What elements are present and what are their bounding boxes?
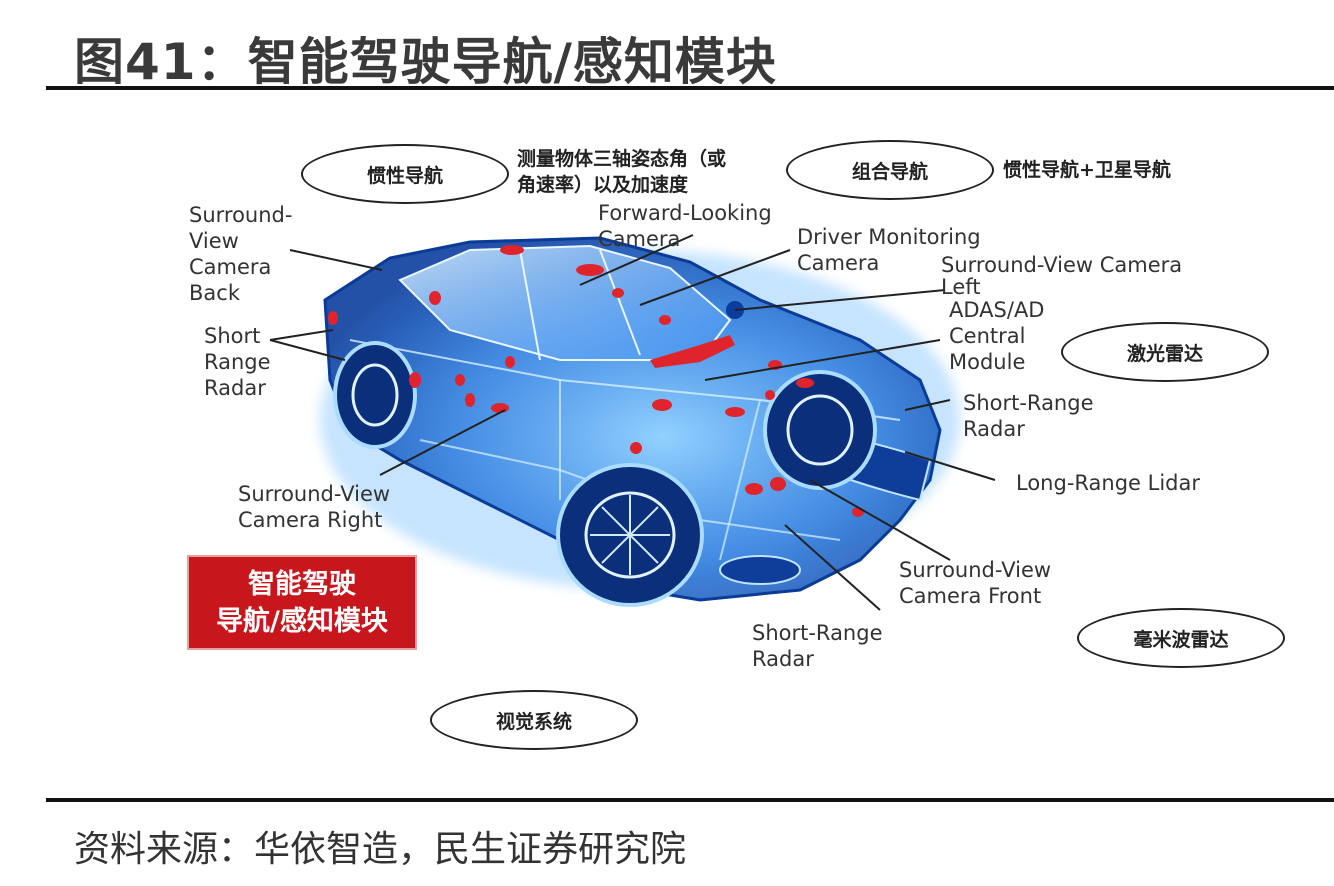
label-adas-central-module: ADAS/AD Central Module — [949, 298, 1045, 374]
label-surround-view-right: Surround-View Camera Right — [238, 482, 391, 532]
oval-mmwave-radar: 毫米波雷达 — [1077, 608, 1285, 668]
module-title-line1: 智能驾驶 — [248, 568, 356, 600]
inertial-desc-line1: 测量物体三轴姿态角（或 — [517, 148, 727, 170]
bottom-divider — [46, 798, 1334, 802]
combined-description: 惯性导航+卫星导航 — [1003, 159, 1171, 181]
leader-lines — [269, 234, 996, 611]
inertial-description: 测量物体三轴姿态角（或 角速率）以及加速度 — [517, 146, 726, 198]
figure-title: 图41：智能驾驶导航/感知模块 — [74, 33, 777, 91]
inertial-desc-line2: 角速率）以及加速度 — [517, 174, 689, 196]
label-short-range-radar-front: Short-Range Radar — [752, 621, 883, 671]
label-surround-view-front: Surround-View Camera Front — [899, 558, 1052, 608]
module-title-box: 智能驾驶 导航/感知模块 — [189, 557, 415, 648]
top-divider — [46, 86, 1334, 90]
source-note: 资料来源：华依智造，民生证券研究院 — [74, 829, 687, 870]
label-driver-monitoring-camera: Driver Monitoring Camera — [797, 225, 981, 275]
oval-lidar: 激光雷达 — [1061, 322, 1269, 382]
oval-combined-nav: 组合导航 — [786, 140, 994, 200]
oval-vision-system: 视觉系统 — [430, 690, 638, 750]
label-long-range-lidar: Long-Range Lidar — [1016, 471, 1200, 495]
label-short-range-radar-rear: Short Range Radar — [204, 324, 271, 400]
label-short-range-radar-right: Short-Range Radar — [963, 391, 1094, 441]
rear-wheel — [333, 341, 417, 449]
label-surround-view-left: Surround-View Camera Left — [941, 253, 1183, 299]
front-wheel — [556, 463, 704, 607]
front-wheel-right — [763, 370, 877, 490]
oval-inertial-nav: 惯性导航 — [301, 144, 509, 204]
label-forward-looking-camera: Forward-Looking Camera — [598, 201, 772, 251]
label-surround-view-back: Surround- View Camera Back — [189, 203, 293, 305]
sensor-markers — [328, 245, 864, 517]
module-title-line2: 导航/感知模块 — [216, 605, 388, 637]
